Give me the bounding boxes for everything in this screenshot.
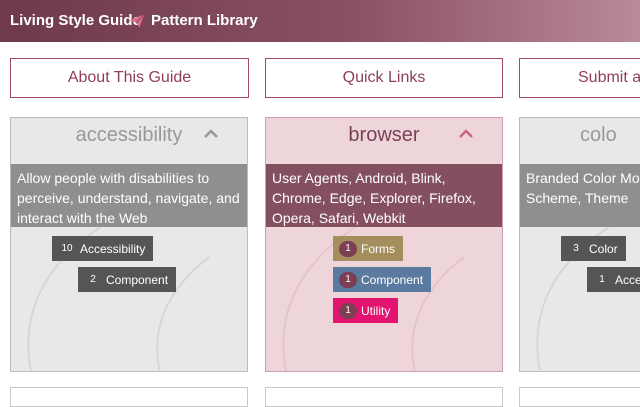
card-description: Branded Color Mot Scheme, Theme xyxy=(520,164,640,227)
card-next-row xyxy=(10,387,248,407)
tag-count: 2 xyxy=(90,274,96,285)
card-title[interactable]: accessibility xyxy=(75,124,183,146)
tag-count: 10 xyxy=(61,243,73,254)
chevron-up-icon[interactable] xyxy=(458,126,474,142)
card-next-row xyxy=(519,387,640,407)
tag-forms[interactable]: 1 Forms xyxy=(333,236,403,261)
card-title[interactable]: colo xyxy=(580,124,617,146)
tag-color[interactable]: 3 Color xyxy=(561,236,626,261)
tag-accessibility[interactable]: 10 Accessibility xyxy=(52,236,154,261)
top-bar: Living Style Guide Pattern Library xyxy=(0,0,640,42)
paper-plane-icon xyxy=(129,13,145,28)
submit-button[interactable]: Submit a xyxy=(519,58,640,98)
tag-utility[interactable]: 1 Utility xyxy=(333,298,399,323)
tag-label: Forms xyxy=(361,241,395,256)
tag-label: Component xyxy=(361,272,424,287)
tag-component[interactable]: 1 Component xyxy=(333,267,432,292)
tag-label: Accessibility xyxy=(80,241,146,256)
card-color: colo Branded Color Mot Scheme, Theme 3 C… xyxy=(519,117,640,372)
tag-component[interactable]: 2 Component xyxy=(78,267,177,292)
section-title[interactable]: Pattern Library xyxy=(151,12,258,29)
chevron-up-icon[interactable] xyxy=(203,126,219,142)
quick-links-label: Quick Links xyxy=(342,69,426,86)
card-accessibility: accessibility Allow people with disabili… xyxy=(10,117,248,372)
about-guide-button[interactable]: About This Guide xyxy=(10,58,249,98)
tag-count: 1 xyxy=(339,240,357,257)
card-browser: browser User Agents, Android, Blink, Chr… xyxy=(265,117,503,372)
tag-count: 1 xyxy=(599,274,605,285)
card-title[interactable]: browser xyxy=(348,124,420,146)
tag-count: 3 xyxy=(573,243,579,254)
about-guide-label: About This Guide xyxy=(67,69,192,86)
tag-accessibility[interactable]: 1 Acce xyxy=(587,267,640,292)
card-description: User Agents, Android, Blink, Chrome, Edg… xyxy=(266,164,502,227)
tag-count: 1 xyxy=(339,271,357,288)
tag-count: 1 xyxy=(339,302,357,319)
tag-label: Component xyxy=(106,272,169,287)
quick-links-button[interactable]: Quick Links xyxy=(265,58,503,98)
card-next-row xyxy=(265,387,503,407)
card-description: Allow people with disabilities to percei… xyxy=(11,164,247,227)
tag-label: Color xyxy=(589,241,618,256)
tag-label: Utility xyxy=(361,303,391,318)
tag-label: Acce xyxy=(615,272,640,287)
app-title[interactable]: Living Style Guide xyxy=(10,12,141,29)
submit-label: Submit a xyxy=(578,69,640,86)
